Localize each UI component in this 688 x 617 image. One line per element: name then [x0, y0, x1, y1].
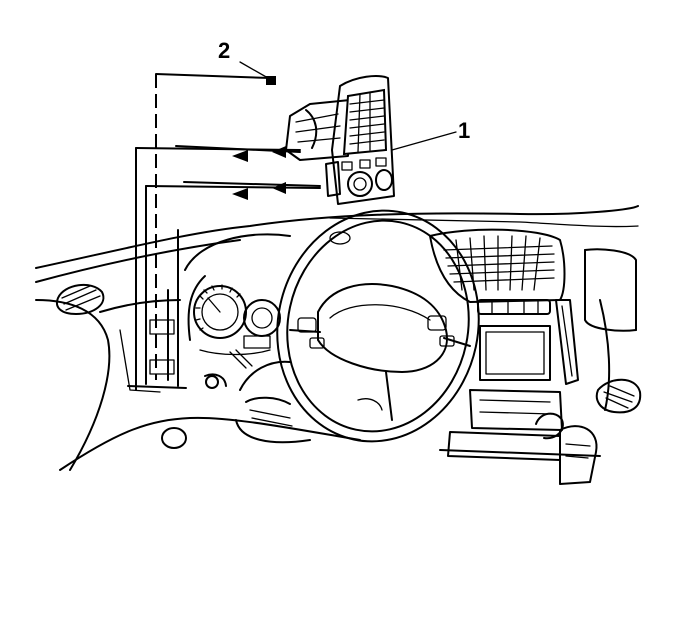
- steering-column: [204, 349, 311, 444]
- assembly-lines: [127, 73, 321, 391]
- center-stack: [429, 228, 598, 485]
- leader-lines: [239, 61, 457, 151]
- center-vent-grille: [443, 235, 555, 291]
- instrument-cluster: [184, 233, 291, 356]
- steering-wheel: [276, 209, 480, 443]
- dashboard: [35, 205, 642, 471]
- vent-switch-module: [266, 75, 395, 205]
- callout-label-2: 2: [218, 38, 231, 63]
- callout-label-1: 1: [458, 118, 471, 143]
